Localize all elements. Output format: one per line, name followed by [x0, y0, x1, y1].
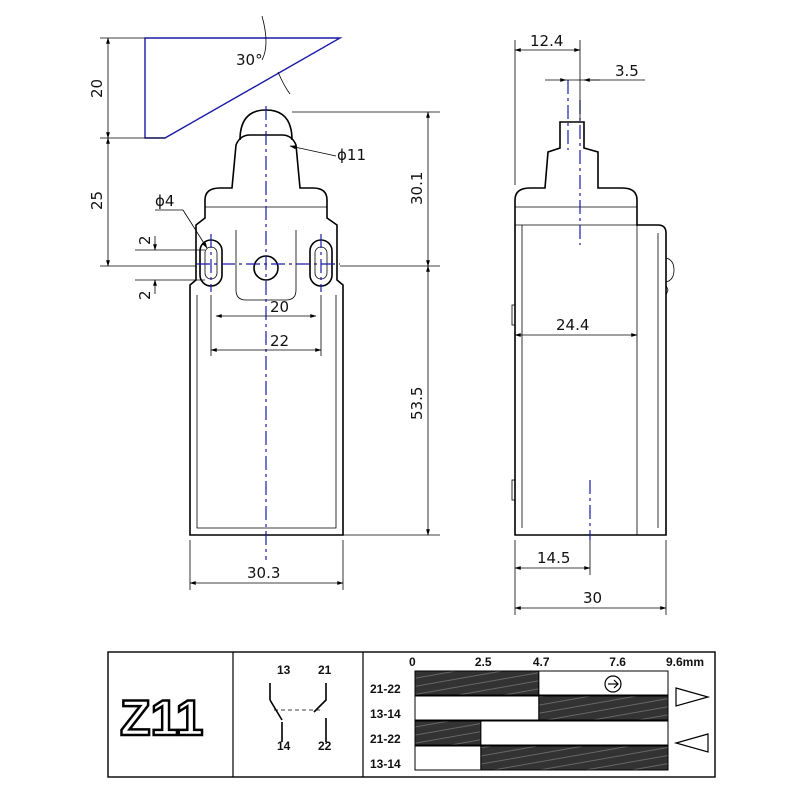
- table-frame: [107, 651, 716, 778]
- side-notch-1: [511, 304, 516, 326]
- scale-tick-7-6: 7.6: [609, 655, 626, 669]
- arrow-circle-icon: [604, 675, 622, 693]
- phi4-leader: [182, 209, 208, 249]
- row-label-4: 13-14: [370, 757, 401, 771]
- dim-20-horizontal: 20: [270, 298, 289, 316]
- contact-22-label: 22: [318, 739, 332, 753]
- dim-hole-diameter: ϕ4: [155, 192, 174, 210]
- switching-table: Z11 13 21 14 22 0 2.5 4.7 7.6 9.6mm 21-2…: [107, 651, 716, 778]
- travel-segment-row4-closed: [480, 745, 669, 771]
- angle-arc-top: [261, 15, 267, 61]
- contact-21-22-symbol: [313, 683, 327, 742]
- angle-arc-bottom: [277, 71, 291, 95]
- front-body-outline: [189, 134, 344, 536]
- dim-12-4: 12.4: [530, 32, 563, 50]
- contact-13-14-symbol: [269, 683, 283, 742]
- travel-segment-row1-open: [538, 670, 669, 696]
- travel-segment-row2-closed: [538, 695, 669, 721]
- row-label-1: 21-22: [370, 682, 401, 696]
- dim-30-1-vertical: 30.1: [408, 172, 426, 205]
- contact-schematic: 13 21 14 22: [269, 663, 332, 753]
- dim-25-vertical: 25: [88, 191, 106, 210]
- front-view: 30° 20 25 2 2 ϕ4 ϕ11 30.1 53.5: [88, 15, 440, 590]
- model-label: Z11: [120, 690, 203, 746]
- side-notch-2: [511, 479, 516, 501]
- dim-30: 30: [583, 589, 602, 607]
- side-view: 12.4 3.5 24.4 14.5 30: [511, 32, 675, 615]
- travel-segment-row1-closed: [414, 670, 540, 696]
- contact-14-label: 14: [277, 739, 291, 753]
- dim-3-5: 3.5: [615, 62, 639, 80]
- travel-segment-row2-open: [414, 695, 540, 721]
- angle-label: 30°: [236, 51, 263, 69]
- scale-tick-9-6mm: 9.6mm: [666, 655, 704, 669]
- phi11-leader: [289, 145, 337, 157]
- scale-tick-2-5: 2.5: [475, 655, 492, 669]
- scale-tick-0: 0: [409, 655, 416, 669]
- triangle-right-icon: [675, 687, 711, 707]
- contact-13-label: 13: [277, 663, 291, 677]
- dim-22-horizontal: 22: [270, 332, 289, 350]
- scale-tick-4-7: 4.7: [533, 655, 550, 669]
- travel-segment-row3-open: [480, 720, 669, 746]
- travel-bars: [414, 670, 669, 771]
- travel-segment-row4-open: [414, 745, 482, 771]
- travel-segment-row3-closed: [414, 720, 482, 746]
- dim-roller-diameter: ϕ11: [337, 146, 366, 164]
- dim-53-5-vertical: 53.5: [408, 387, 426, 420]
- dim-30-3-horizontal: 30.3: [247, 564, 280, 582]
- dim-20-vertical: 20: [88, 79, 106, 98]
- side-plug-detail: [665, 284, 669, 296]
- dim-slot-top: 2: [136, 235, 154, 245]
- front-body-inner: [196, 295, 337, 529]
- contact-21-label: 21: [318, 663, 332, 677]
- row-label-3: 21-22: [370, 732, 401, 746]
- dim-14-5: 14.5: [537, 549, 570, 567]
- dim-24-4: 24.4: [556, 316, 589, 334]
- triangle-left-icon: [673, 733, 709, 753]
- side-body-outline: [514, 121, 667, 536]
- side-plug: [665, 257, 675, 283]
- dim-slot-bottom: 2: [136, 290, 154, 300]
- row-label-2: 13-14: [370, 707, 401, 721]
